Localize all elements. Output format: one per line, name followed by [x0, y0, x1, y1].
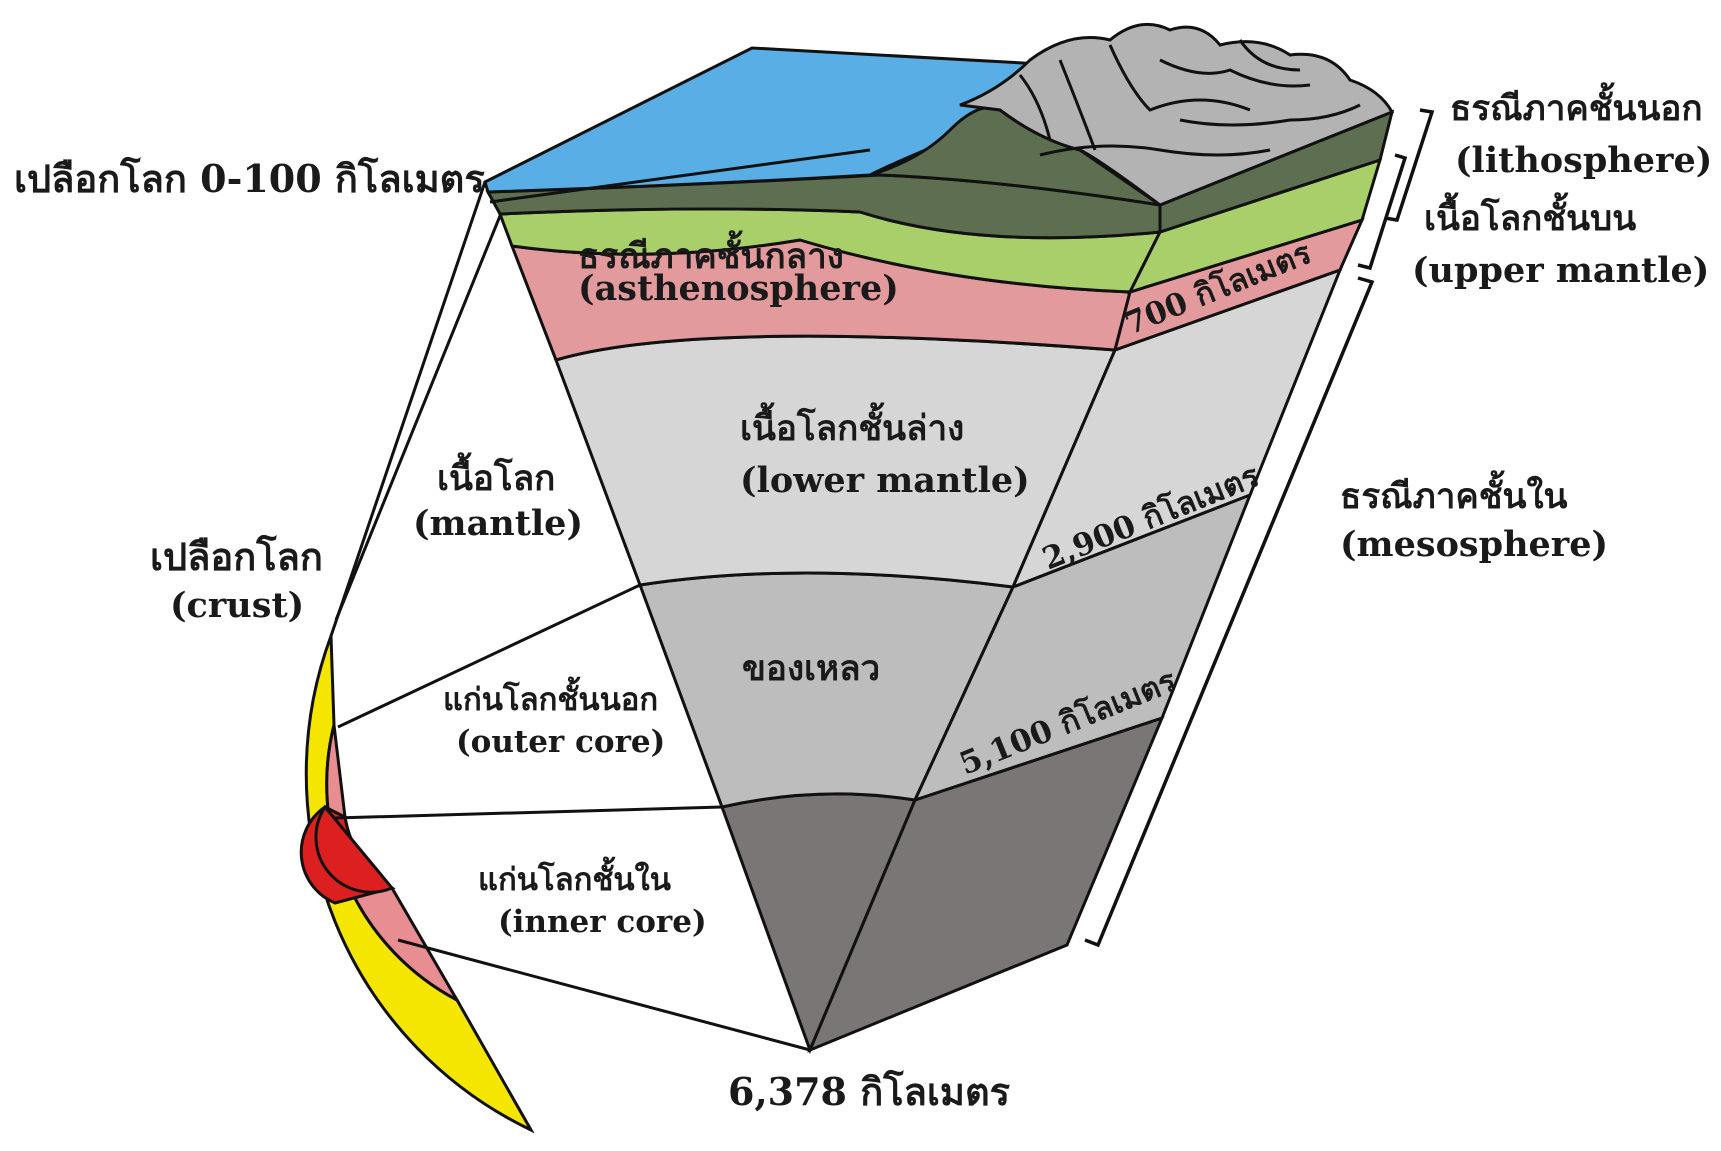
lithosphere-en-label: (lithosphere): [1455, 140, 1712, 181]
upper-mantle-en-label: (upper mantle): [1412, 250, 1709, 291]
lithosphere-th-label: ธรณีภาคชั้นนอก: [1450, 82, 1703, 129]
outer-core-en-label: (outer core): [456, 724, 665, 760]
lower-mantle-th-label: เนื้อโลกชั้นล่าง: [740, 402, 964, 449]
outer-core-th-label: แก่นโลกชั้นนอก: [443, 676, 658, 718]
asthenosphere-en-label: (asthenosphere): [578, 268, 899, 309]
lower-mantle-en-label: (lower mantle): [740, 460, 1030, 501]
crust-depth-label: เปลือกโลก 0-100 กิโลเมตร: [14, 156, 485, 201]
crust-th-label: เปลือกโลก: [150, 534, 323, 579]
upper-mantle-th-label: เนื้อโลกชั้นบน: [1424, 192, 1636, 239]
crust-en-label: (crust): [170, 585, 304, 626]
mantle-th-label: เนื้อโลก: [437, 452, 555, 499]
mesosphere-th-label: ธรณีภาคชั้นใน: [1340, 470, 1568, 517]
inner-core-en-label: (inner core): [498, 904, 707, 940]
mesosphere-en-label: (mesosphere): [1340, 524, 1608, 565]
mantle-en-label: (mantle): [413, 503, 583, 544]
depth-6378-label: 6,378 กิโลเมตร: [728, 1069, 1011, 1114]
inner-core-th-label: แก่นโลกชั้นใน: [478, 856, 671, 898]
liquid-label: ของเหลว: [742, 648, 880, 689]
